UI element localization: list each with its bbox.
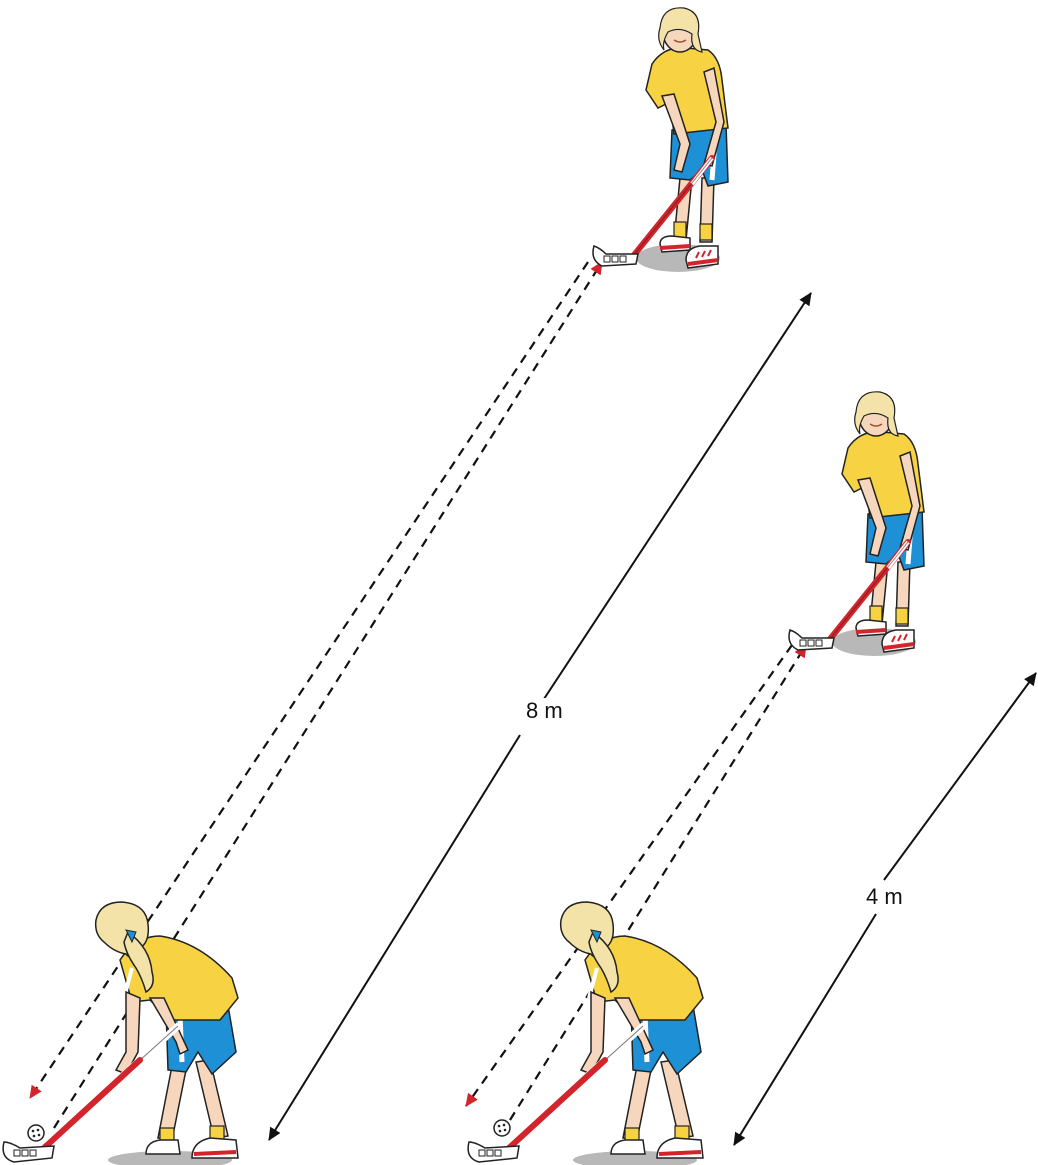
floorball-icon xyxy=(494,1120,510,1136)
distance-label-8m: 8 m xyxy=(520,698,569,724)
receiver-player-4m xyxy=(789,392,924,656)
receiver-player-8m xyxy=(593,8,728,272)
pass-lines-8m xyxy=(30,262,602,1128)
floorball-icon xyxy=(28,1125,44,1141)
distance-label-4m: 4 m xyxy=(860,884,909,910)
